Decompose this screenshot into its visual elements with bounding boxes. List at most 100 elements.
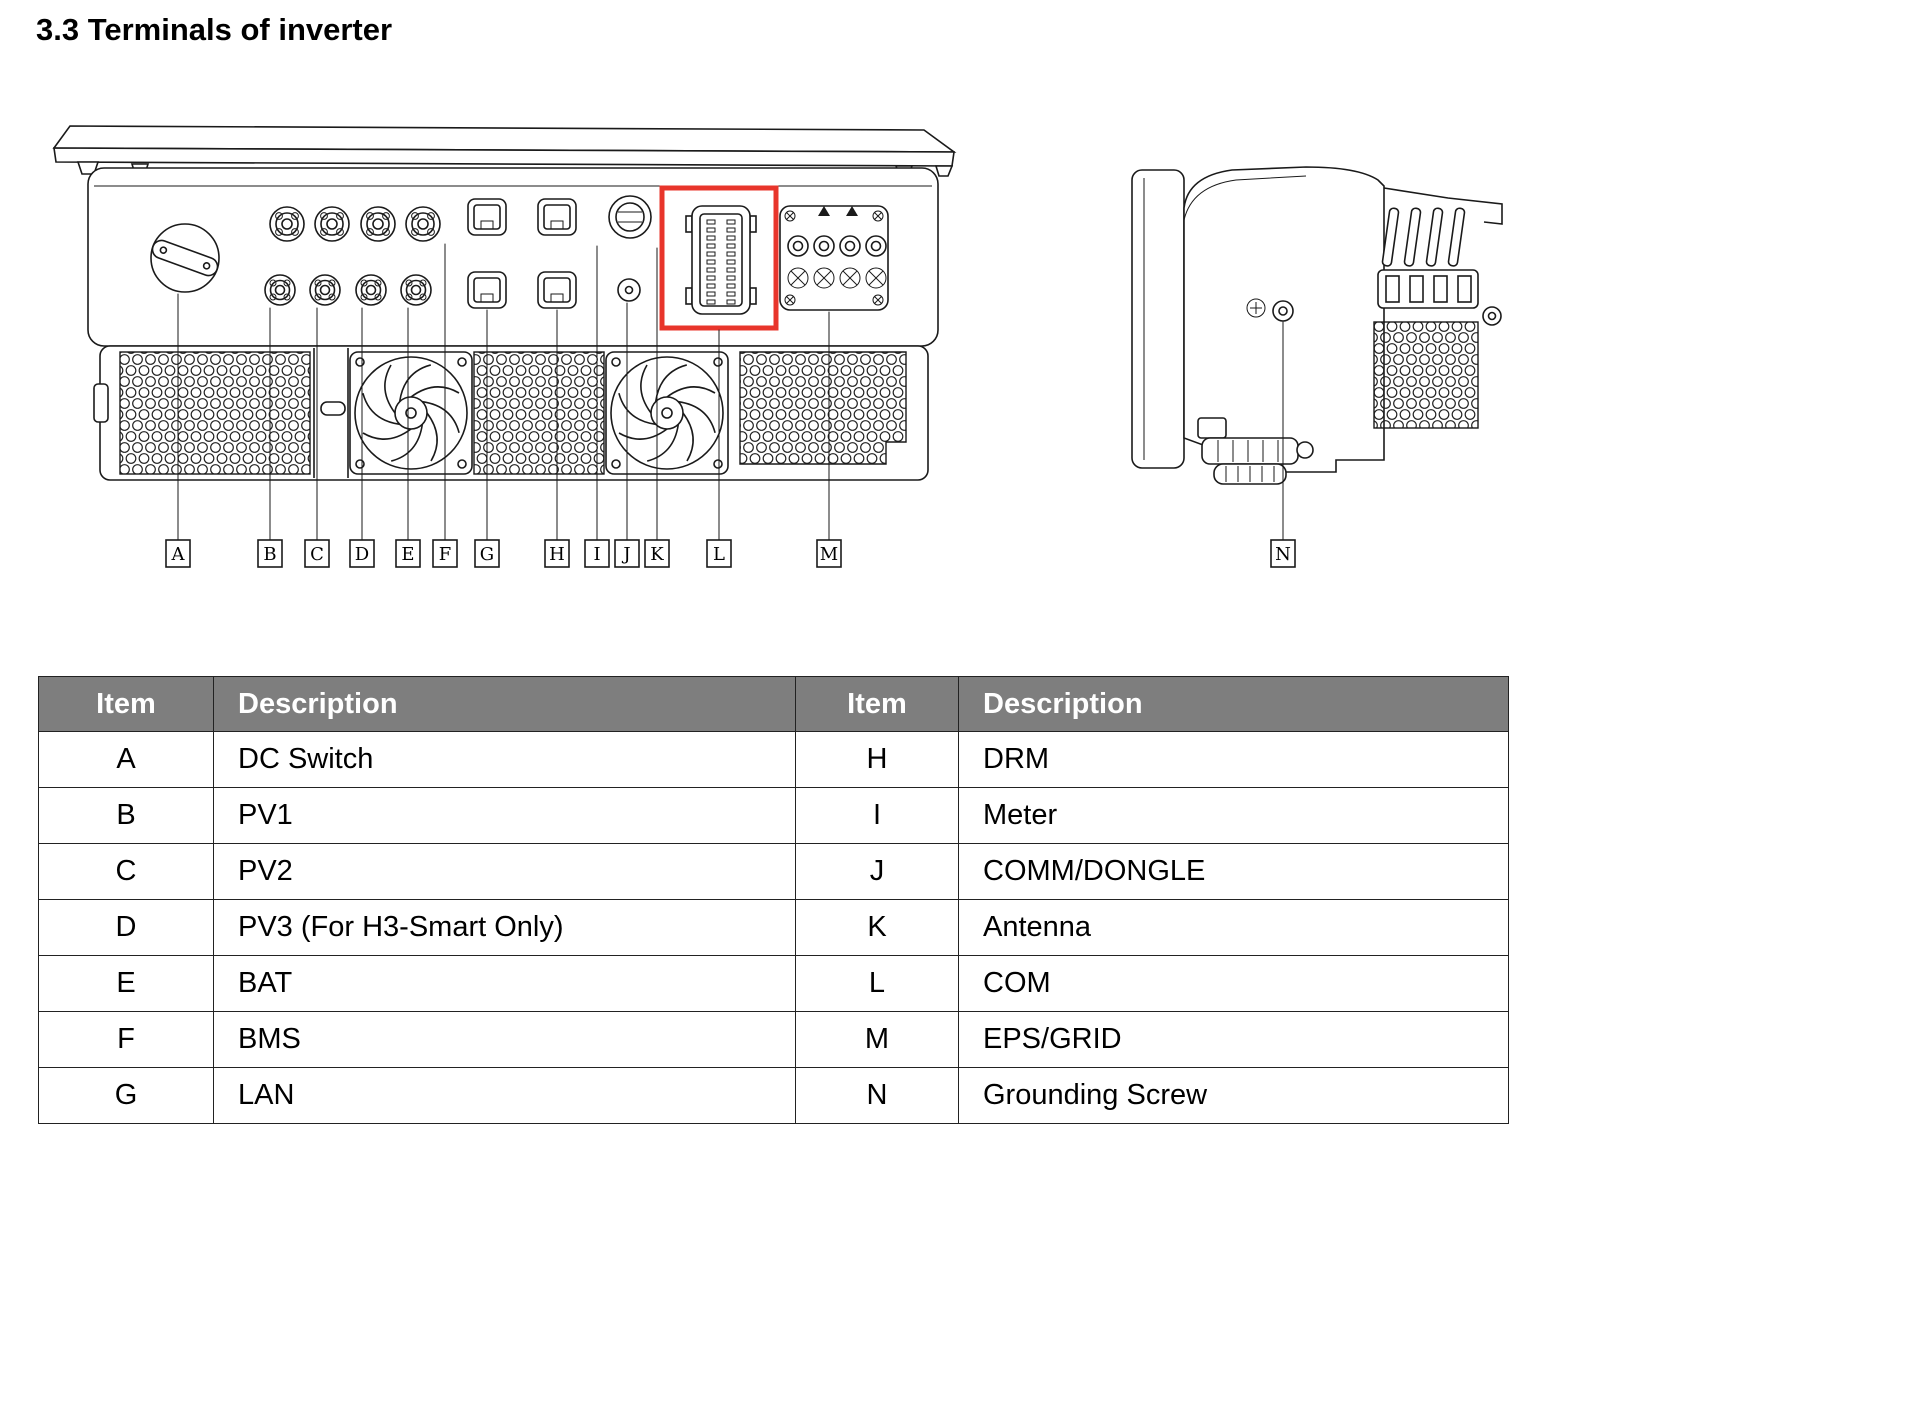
item-cell: I [795, 787, 959, 844]
item-cell: K [795, 899, 959, 956]
item-cell: G [38, 1067, 214, 1124]
description-cell: PV3 (For H3-Smart Only) [213, 899, 796, 956]
fan-left [349, 351, 473, 475]
callout-N: N [1270, 321, 1296, 568]
item-cell: C [38, 843, 214, 900]
table-row: F BMS M EPS/GRID [38, 1011, 1509, 1068]
header-description-2: Description [958, 676, 1509, 732]
header-description-1: Description [213, 676, 796, 732]
antenna-port [617, 278, 641, 302]
item-cell: M [795, 1011, 959, 1068]
callout-G: G [474, 309, 500, 568]
side-bottom-connectors [1197, 417, 1314, 485]
item-cell: D [38, 899, 214, 956]
callout-L: L [706, 329, 732, 568]
item-cell: J [795, 843, 959, 900]
pv-connectors-top-row [269, 206, 441, 242]
callouts: A B C D E F G H I J K L M N [165, 243, 1296, 568]
item-cell: H [795, 731, 959, 788]
description-cell: COM [958, 955, 1509, 1012]
svg-text:M: M [820, 544, 838, 565]
top-plate [52, 125, 957, 177]
description-cell: Antenna [958, 899, 1509, 956]
header-item-2: Item [795, 676, 959, 732]
callout-E: E [395, 307, 421, 568]
inverter-bottom-view [52, 125, 957, 481]
side-terminal-block [1377, 269, 1479, 309]
table-header-row: Item Description Item Description [38, 676, 1509, 732]
side-screw [1482, 306, 1502, 326]
red-highlight-box [659, 185, 779, 331]
callout-A: A [165, 293, 191, 568]
svg-text:N: N [1275, 544, 1291, 565]
item-cell: B [38, 787, 214, 844]
item-cell: F [38, 1011, 214, 1068]
mount-plate [1131, 169, 1185, 469]
svg-text:B: B [263, 544, 276, 565]
side-tab [93, 383, 109, 423]
table-row: A DC Switch H DRM [38, 731, 1509, 788]
svg-text:C: C [310, 544, 324, 565]
terminals-diagram: A B C D E F G H I J K L M N [40, 112, 1520, 592]
callout-D: D [349, 307, 375, 568]
page-title: 3.3 Terminals of inverter [36, 12, 393, 47]
vent-grille-left [119, 351, 311, 475]
grounding-screw [1272, 300, 1294, 322]
callout-M: M [816, 311, 842, 568]
svg-text:E: E [401, 544, 414, 565]
table-row: B PV1 I Meter [38, 787, 1509, 844]
callout-K: K [644, 247, 670, 568]
ground-symbol-icon [1246, 298, 1266, 318]
description-cell: PV2 [213, 843, 796, 900]
vent-grille-middle [473, 351, 605, 475]
inverter-diagram-svg: A B C D E F G H I J K L M N [52, 125, 1503, 568]
dc-switch [150, 223, 220, 293]
pv-connectors-bottom-row [264, 274, 432, 306]
description-cell: PV1 [213, 787, 796, 844]
description-cell: Meter [958, 787, 1509, 844]
callout-J: J [614, 302, 640, 568]
description-cell: DRM [958, 731, 1509, 788]
svg-text:K: K [650, 544, 664, 565]
item-cell: N [795, 1067, 959, 1124]
comm-dongle-connector [608, 195, 652, 239]
top-bracket [1383, 187, 1503, 225]
svg-text:J: J [621, 544, 630, 565]
svg-text:H: H [549, 544, 565, 565]
description-cell: DC Switch [213, 731, 796, 788]
svg-text:G: G [480, 544, 494, 565]
com-connector [685, 205, 757, 315]
description-cell: COMM/DONGLE [958, 843, 1509, 900]
item-cell: A [38, 731, 214, 788]
item-cell: E [38, 955, 214, 1012]
vent-grille-right [739, 351, 907, 465]
svg-text:L: L [713, 544, 725, 565]
side-vent-grille [1373, 321, 1479, 429]
description-cell: LAN [213, 1067, 796, 1124]
description-cell: BMS [213, 1011, 796, 1068]
callout-H: H [544, 309, 570, 568]
fan-right [605, 351, 729, 475]
callout-F: F [432, 243, 458, 568]
table-row: D PV3 (For H3-Smart Only) K Antenna [38, 899, 1509, 956]
callout-C: C [304, 307, 330, 568]
item-cell: L [795, 955, 959, 1012]
description-cell: Grounding Screw [958, 1067, 1509, 1124]
description-cell: BAT [213, 955, 796, 1012]
svg-text:D: D [355, 544, 369, 565]
callout-I: I [584, 245, 610, 568]
svg-text:F: F [439, 544, 452, 565]
svg-text:I: I [593, 544, 600, 565]
ac-prongs [1381, 207, 1466, 267]
description-cell: EPS/GRID [958, 1011, 1509, 1068]
inverter-side-view [1131, 166, 1503, 485]
table-row: C PV2 J COMM/DONGLE [38, 843, 1509, 900]
latch-tab [320, 401, 346, 416]
svg-text:A: A [171, 544, 186, 565]
header-item-1: Item [38, 676, 214, 732]
rj45-ports [467, 198, 577, 309]
eps-grid-connector [779, 205, 889, 311]
table-row: G LAN N Grounding Screw [38, 1067, 1509, 1124]
table-row: E BAT L COM [38, 955, 1509, 1012]
callout-B: B [257, 307, 283, 568]
